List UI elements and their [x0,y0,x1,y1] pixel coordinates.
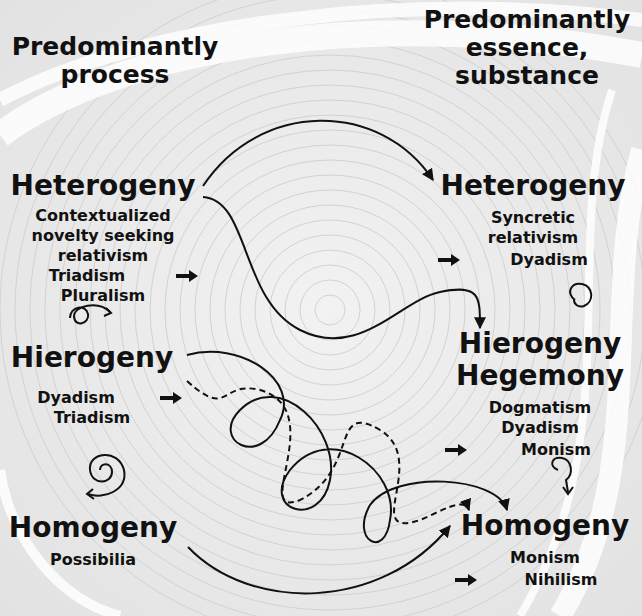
text-row: Contextualized novelty seeking relativis… [3,206,203,266]
text-row: Dyadism [433,250,633,270]
text-row: Hierogeny [440,328,640,360]
text-row: Nihilism [450,570,640,590]
arrow-glyph [159,391,183,405]
arrow-glyph [437,253,461,267]
text-row: Triadism [3,266,203,286]
concept-heading: Homogeny [9,512,177,544]
concept-term: Triadism [49,266,125,286]
column-header: Predominantly process [0,33,235,89]
concept-term: Syncretic relativism [468,208,598,248]
concept-group: HeterogenyContextualized novelty seeking… [3,170,203,306]
concept-group: HierogenyHegemonyDogmatismDyadismMonism [440,328,640,460]
flow-arrow [187,381,469,523]
text-row: Triadism [0,408,187,428]
text-row: Hierogeny [0,342,187,374]
column-header: Predominantly essence, substance [407,6,642,90]
concept-heading: Heterogeny [10,170,195,202]
text-row: Heterogeny [433,170,633,202]
text-row: Dogmatism [440,398,640,418]
concept-term: Dyadism [501,418,579,438]
concept-group: HomogenyPossibilia [0,512,188,570]
concept-term: Monism [510,548,580,568]
concept-heading: Hierogeny [459,328,621,360]
concept-term: Triadism [54,408,130,428]
concept-term: Dyadism [37,388,115,408]
text-row: Monism [440,440,640,460]
arrow-glyph [444,443,468,457]
concept-term: Contextualized novelty seeking relativis… [16,206,191,266]
concept-term: Dyadism [510,250,588,270]
text-row: Homogeny [0,512,188,544]
text-row: Possibilia [0,550,188,570]
concept-heading: Heterogeny [440,170,625,202]
concept-heading: Hierogeny [11,342,173,374]
text-row: Pluralism [3,286,203,306]
concept-heading: Homogeny [461,510,629,542]
text-row: Homogeny [450,510,640,542]
concept-heading: Hegemony [456,360,624,392]
concept-term: Possibilia [50,550,136,570]
concept-term: Dogmatism [489,398,592,418]
concept-group: HomogenyMonismNihilism [450,510,640,590]
text-row: Dyadism [440,418,640,438]
concept-term: Monism [521,440,591,460]
concept-term: Nihilism [525,570,598,590]
concept-term: Pluralism [61,286,145,306]
text-row: Dyadism [0,388,187,408]
concept-group: HierogenyDyadismTriadism [0,342,187,428]
concept-group: HeterogenySyncretic relativismDyadism [433,170,633,270]
flow-arrow [203,197,480,338]
flow-arrow [203,121,433,186]
arrow-glyph [175,269,199,283]
arrow-glyph [454,573,478,587]
text-row: Heterogeny [3,170,203,202]
text-row: Monism [450,548,640,568]
text-row: Hegemony [440,360,640,392]
flow-arrow [188,526,450,593]
text-row: Syncretic relativism [433,208,633,248]
